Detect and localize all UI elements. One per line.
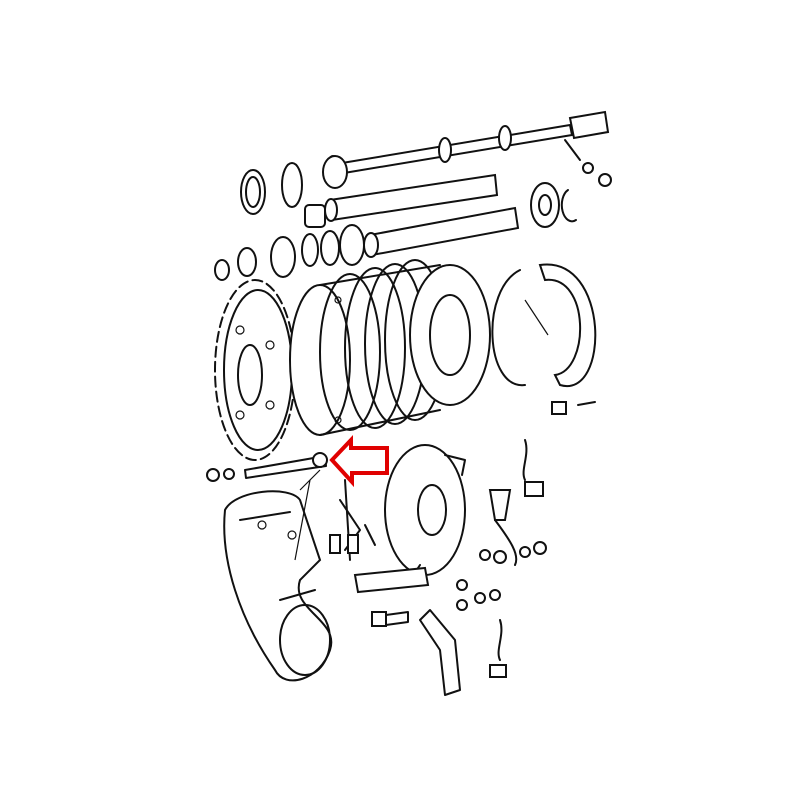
small-hardware xyxy=(206,439,547,678)
brake-plate xyxy=(353,444,466,696)
rear-axle xyxy=(326,110,610,185)
sprocket xyxy=(214,279,296,461)
brake-shoes xyxy=(491,263,597,415)
highlight-arrow xyxy=(329,434,389,488)
chain-guard xyxy=(223,469,333,682)
axle-spacers xyxy=(304,173,520,258)
wheel-hub xyxy=(289,259,491,436)
rings-and-bearings xyxy=(214,155,612,281)
